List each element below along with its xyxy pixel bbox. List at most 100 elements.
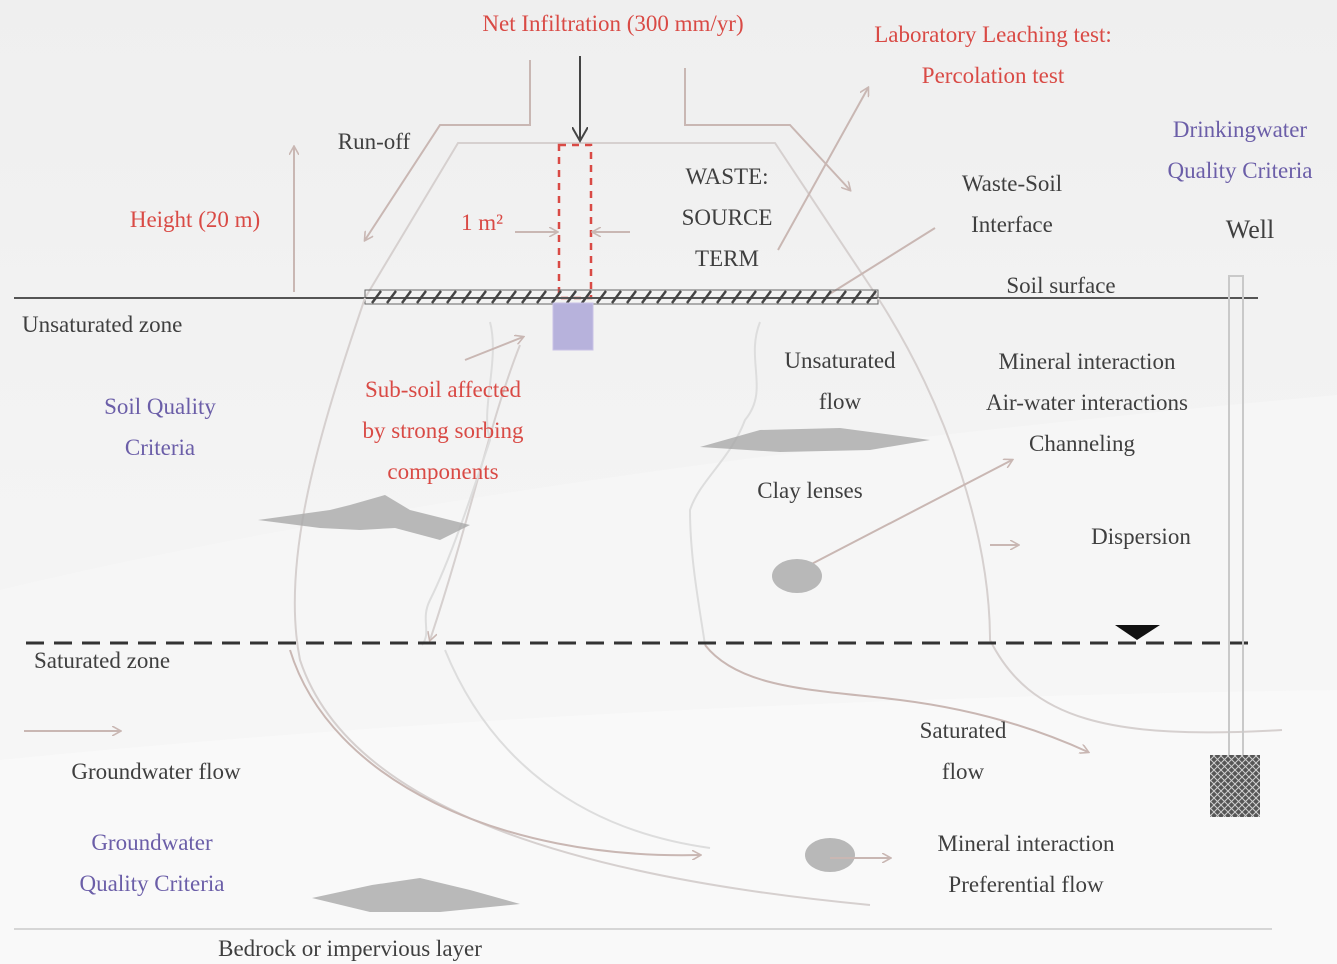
hatch-stroke (851, 290, 862, 304)
well-screen-mesh (1210, 755, 1260, 817)
hatch-stroke (461, 290, 472, 304)
dispersion-label: Dispersion (1091, 524, 1191, 549)
sat-flow-path-2 (704, 644, 1088, 752)
saturated-flow-label: Saturated (919, 718, 1007, 743)
hatch-stroke (506, 290, 517, 304)
mesh-stroke (1215, 772, 1260, 817)
plume-center-wavy (688, 321, 761, 646)
mesh-stroke (1210, 786, 1241, 817)
soil-surface-label: Soil surface (1006, 273, 1116, 298)
channeling-label: Channeling (1028, 431, 1136, 456)
clay-lens-center (700, 428, 930, 452)
soil-quality-label: Soil Quality (104, 394, 216, 419)
sorbing-arrow (464, 337, 523, 361)
percolation-test-label: Percolation test (921, 63, 1065, 88)
well-label: Well (1225, 215, 1275, 244)
source-label: SOURCE (681, 205, 773, 230)
mineral-interaction-label: Mineral interaction (998, 349, 1176, 374)
waste-soil-interface-hatch (371, 290, 877, 304)
hatch-stroke (446, 290, 457, 304)
preferential-flow-label: Preferential flow (948, 872, 1104, 897)
mesh-stroke (1210, 793, 1234, 817)
mesh-stroke (1210, 800, 1227, 817)
hatch-stroke (821, 290, 832, 304)
mesh-stroke (1229, 786, 1260, 817)
plume-outer-left (293, 297, 871, 906)
hatch-stroke (401, 290, 412, 304)
runoff-path-right (684, 68, 850, 190)
clay-lens-left (258, 495, 470, 540)
mesh-stroke (1210, 765, 1260, 817)
interface-pointer (827, 227, 936, 296)
waste-soil-label: Waste-Soil (961, 171, 1063, 196)
sat-flow-path-3 (444, 649, 711, 849)
waste-label: WASTE: (685, 164, 769, 189)
saturated-flow-label-2: flow (941, 759, 985, 784)
channeling-pointer (799, 460, 1012, 571)
hatch-stroke (746, 290, 757, 304)
hatch-stroke (701, 290, 712, 304)
hatch-stroke (671, 290, 682, 304)
height-label: Height (20 m) (129, 207, 261, 232)
hatch-stroke (611, 290, 622, 304)
hatch-stroke (521, 290, 532, 304)
hatch-stroke (551, 290, 562, 304)
sat-flow-path-1 (289, 649, 700, 855)
hatch-stroke (431, 290, 442, 304)
hatch-stroke (386, 290, 397, 304)
plume-left-wavy (421, 321, 494, 646)
sat-mineral-label: Mineral interaction (937, 831, 1115, 856)
mesh-stroke (1233, 755, 1260, 782)
hatch-stroke (716, 290, 727, 304)
mesh-stroke (1240, 755, 1260, 775)
components-label: components (387, 459, 499, 484)
mesh-stroke (1210, 765, 1260, 817)
mesh-stroke (1226, 755, 1260, 789)
net-infiltration-label: Net Infiltration (300 mm/yr) (482, 11, 744, 36)
groundwater-quality-label: Groundwater (91, 830, 213, 855)
term-label: TERM (695, 246, 759, 271)
source-block (552, 302, 594, 351)
hatch-stroke (836, 290, 847, 304)
hatch-stroke (731, 290, 742, 304)
saturated-zone-label: Saturated zone (34, 648, 171, 673)
mesh-stroke (1210, 758, 1260, 810)
hatch-stroke (761, 290, 772, 304)
drinkingwater-criteria-label: Quality Criteria (1167, 158, 1313, 183)
lab-test-label: Laboratory Leaching test: (874, 22, 1112, 47)
sorbing-label: by strong sorbing (362, 418, 524, 443)
hatch-stroke (641, 290, 652, 304)
hatch-stroke (791, 290, 802, 304)
groundwater-flow-label: Groundwater flow (71, 759, 241, 784)
mesh-stroke (1210, 755, 1230, 775)
hatch-stroke (581, 290, 592, 304)
mineral-nodule-unsat (772, 559, 822, 593)
runoff-path (365, 60, 531, 240)
drinkingwater-label: Drinkingwater (1172, 117, 1308, 142)
plume-outer-right (877, 297, 1283, 734)
unsaturated-flow-label: Unsaturated (784, 348, 896, 373)
unsaturated-flow-label-2: flow (818, 389, 862, 414)
hatch-stroke (626, 290, 637, 304)
mesh-stroke (1212, 755, 1260, 803)
clay-lens-bottom (312, 878, 520, 912)
runoff-label: Run-off (337, 129, 411, 154)
hatch-stroke (536, 290, 547, 304)
hatch-stroke (866, 290, 877, 304)
unsaturated-zone-label: Unsaturated zone (22, 312, 183, 337)
mesh-stroke (1210, 755, 1223, 768)
hatch-stroke (596, 290, 607, 304)
hatch-stroke (566, 290, 577, 304)
area-label: 1 m² (460, 210, 504, 235)
mesh-stroke (1222, 779, 1260, 817)
well-screen (1210, 755, 1260, 817)
mesh-stroke (1210, 755, 1251, 796)
mesh-stroke (1243, 800, 1260, 817)
hatch-stroke (776, 290, 787, 304)
hatch-stroke (416, 290, 427, 304)
soil-criteria-label: Criteria (124, 435, 196, 460)
mesh-stroke (1236, 793, 1260, 817)
subsoil-label: Sub-soil affected (364, 377, 522, 402)
